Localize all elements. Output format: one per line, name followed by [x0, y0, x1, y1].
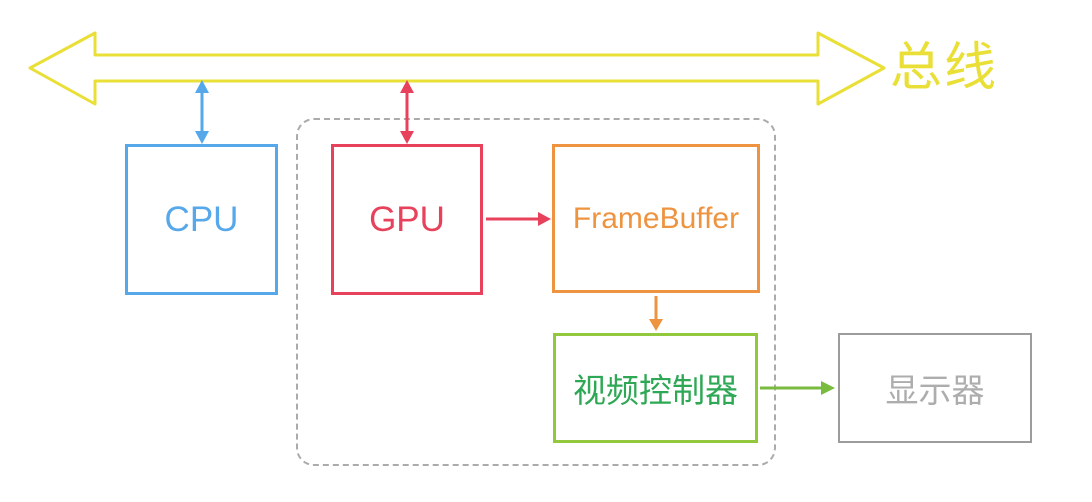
cpu-box: CPU — [125, 144, 278, 295]
bus-arrow — [28, 31, 886, 106]
display-box: 显示器 — [838, 333, 1032, 443]
cpu-bus-arrow — [195, 80, 209, 144]
framebuffer-videocontroller-arrow — [649, 296, 663, 331]
video-controller-box: 视频控制器 — [553, 333, 758, 443]
cpu-label: CPU — [164, 199, 239, 239]
bus-label: 总线 — [890, 39, 999, 97]
framebuffer-box: FrameBuffer — [552, 144, 760, 293]
framebuffer-label: FrameBuffer — [572, 201, 740, 235]
display-label: 显示器 — [885, 372, 985, 409]
gpu-framebuffer-arrow — [486, 212, 551, 226]
dashed-group-container — [296, 118, 776, 466]
video-controller-label: 视频控制器 — [573, 372, 738, 409]
gpu-box: GPU — [331, 144, 483, 295]
videocontroller-display-arrow — [760, 381, 835, 395]
gpu-bus-arrow — [400, 80, 414, 144]
gpu-label: GPU — [369, 199, 445, 239]
